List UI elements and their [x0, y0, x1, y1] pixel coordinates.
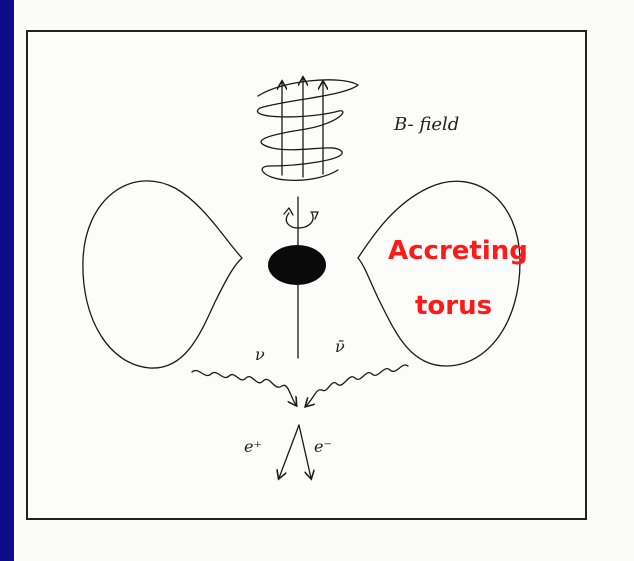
electron-track [298, 424, 311, 478]
black-hole-icon [268, 245, 326, 285]
left-torus-lobe [82, 180, 243, 369]
neutrino-wave-left [191, 369, 296, 405]
neutrino-label: ν [255, 345, 265, 364]
positron-label: e⁺ [244, 437, 262, 456]
electron-label: e⁻ [314, 437, 332, 456]
rotation-arrow-head-left [283, 207, 294, 216]
positron-track [279, 424, 300, 478]
rotation-arrow-icon [285, 212, 314, 229]
b-field-label: B- field [393, 114, 459, 135]
antineutrino-wave-right [306, 364, 409, 406]
accreting-torus-label-line1: Accreting [388, 236, 528, 266]
accreting-torus-label-line2: torus [415, 291, 492, 321]
antineutrino-label: ν̄ [335, 337, 345, 356]
right-torus-lobe [357, 180, 521, 367]
b-field-helix-icon [256, 78, 359, 181]
rotation-arrow-head-right [310, 211, 319, 220]
